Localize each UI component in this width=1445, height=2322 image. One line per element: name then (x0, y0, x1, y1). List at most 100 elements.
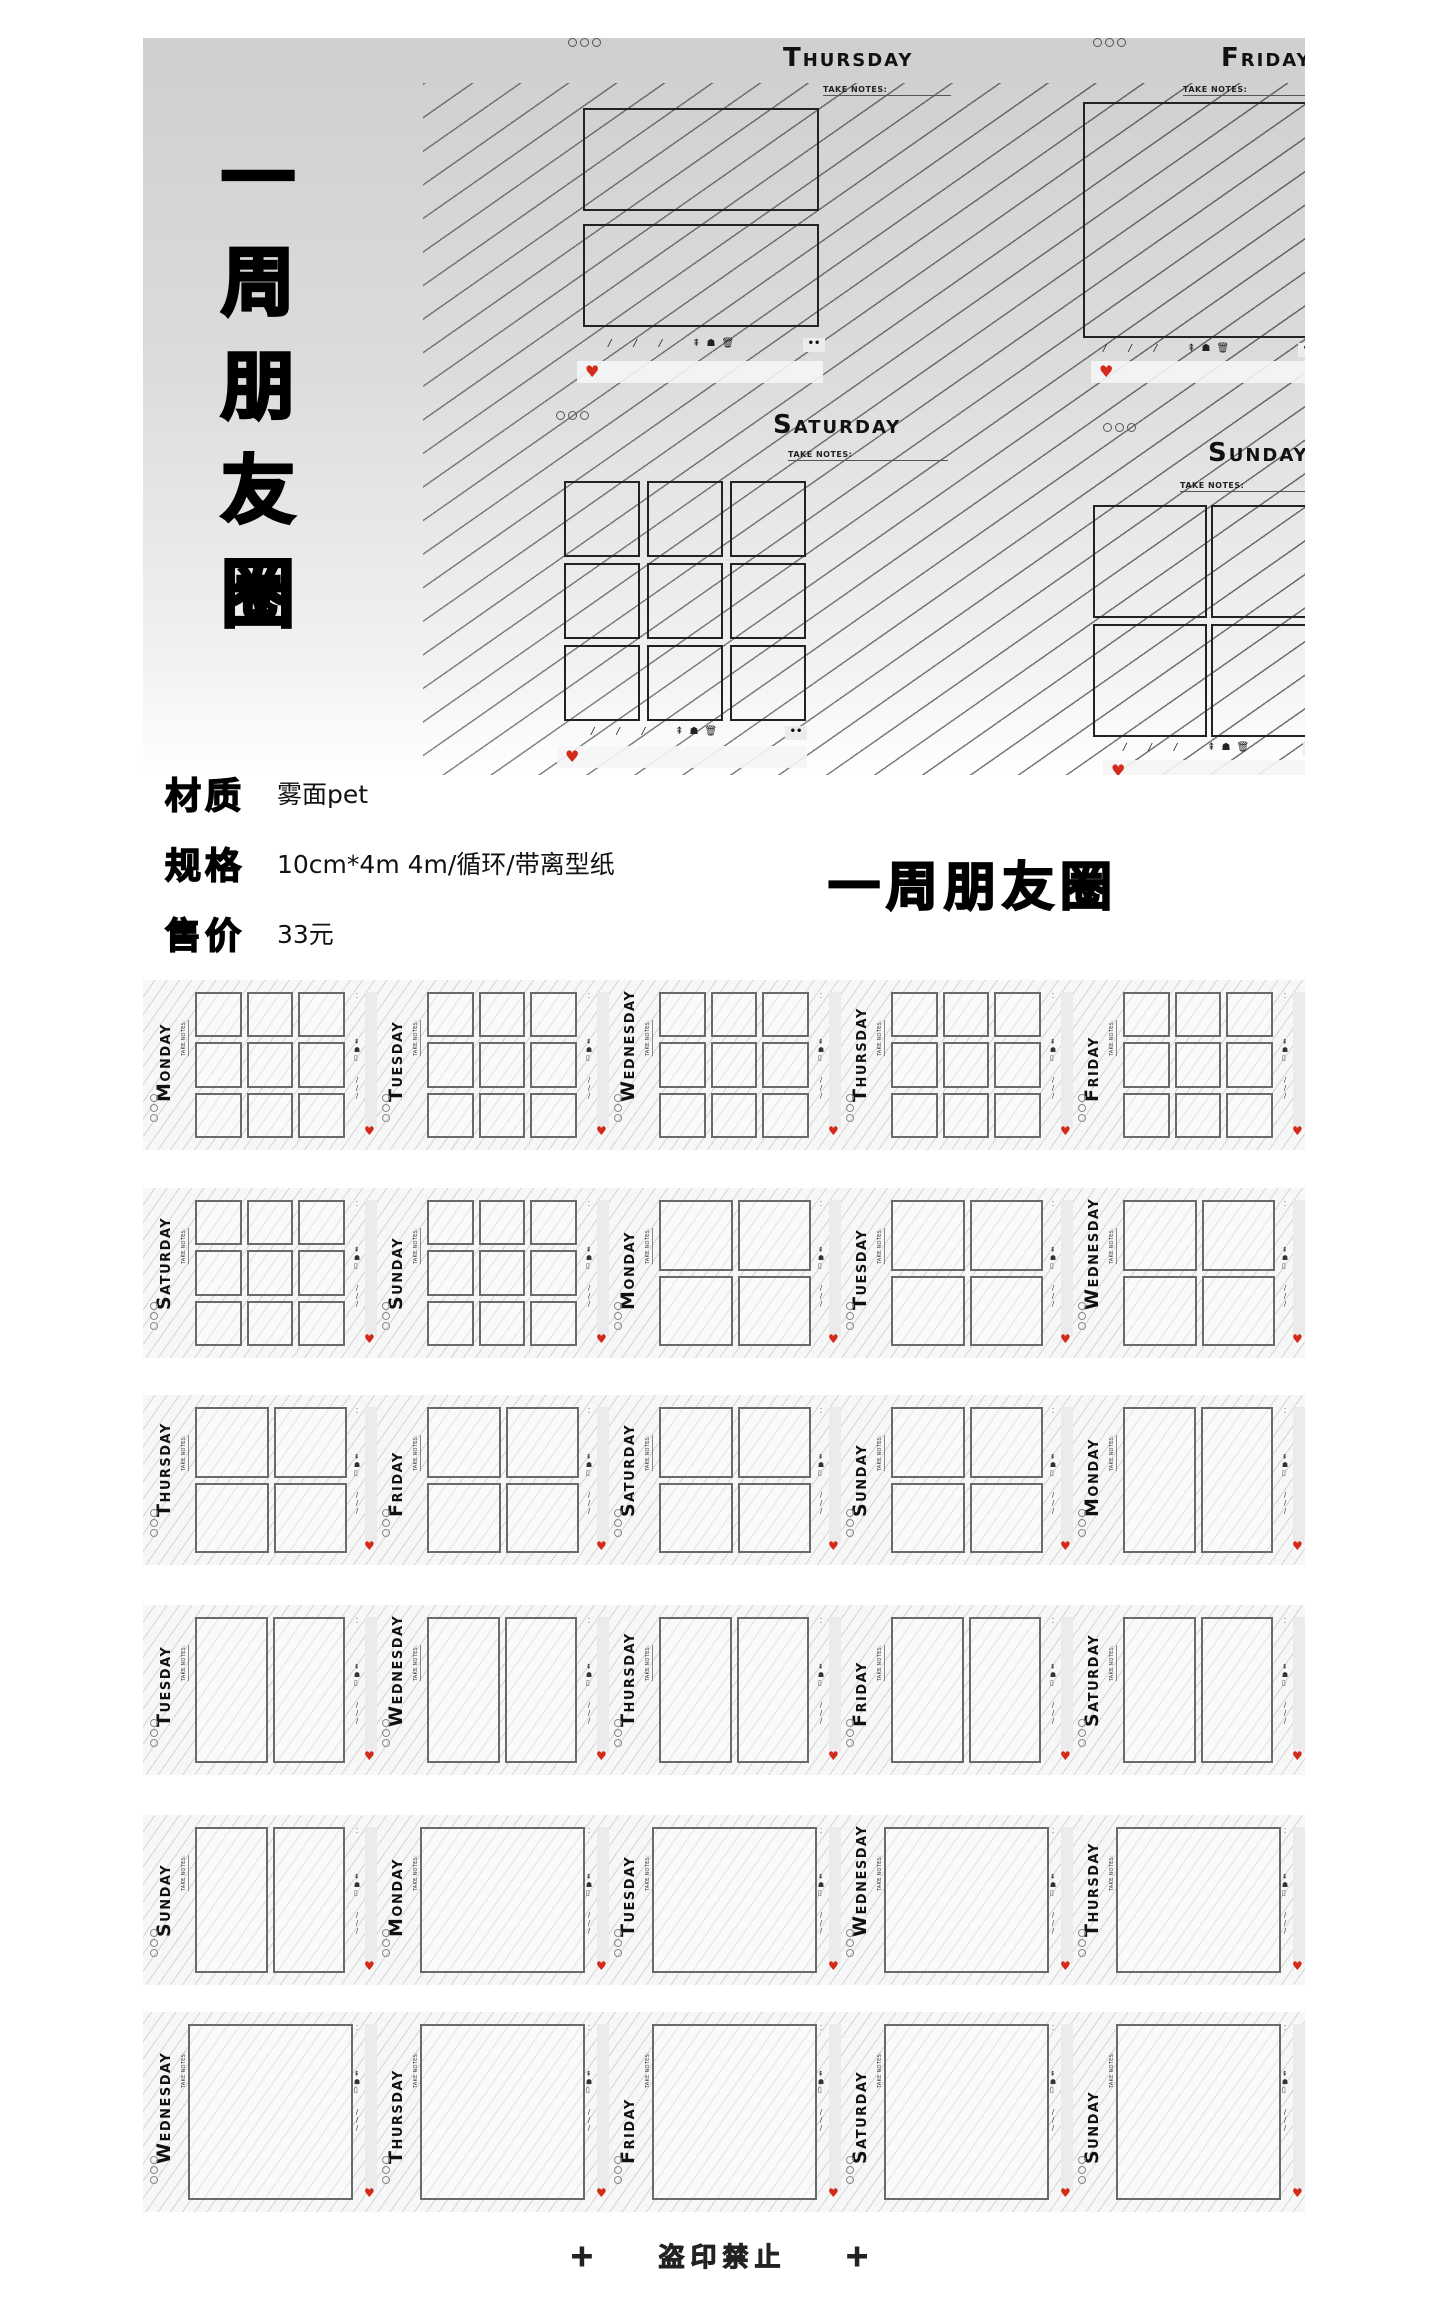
dots-icon (846, 1094, 854, 1122)
dots-icon (568, 38, 601, 47)
spec-list: 材质 雾面pet 规格 10cm*4m 4m/循环/带离型纸 售价 33元 (164, 758, 614, 968)
heart-icon: ♥ (1292, 1332, 1303, 1346)
date-slashes: /// (355, 2108, 359, 2132)
day-label: Sunday (1081, 2090, 1103, 2164)
photo-grid (427, 1200, 577, 1346)
heart-icon: ♥ (596, 1332, 607, 1346)
like-bar (365, 992, 377, 1128)
heart-icon: ♥ (828, 1539, 839, 1553)
photo-box (762, 1042, 809, 1088)
like-bar (597, 992, 609, 1128)
photo-box (1083, 102, 1305, 338)
take-notes-label: TAKE NOTES: (645, 1228, 653, 1265)
heart-icon: ♥ (828, 2186, 839, 2200)
photo-box (564, 645, 640, 721)
photo-box (478, 1250, 526, 1296)
date-slashes: /// (1283, 1701, 1287, 1725)
date-slashes: /// (1283, 1076, 1287, 1100)
take-notes-label: TAKE NOTES: (877, 1020, 885, 1057)
photo-grid (188, 2024, 353, 2200)
photo-box (659, 992, 706, 1038)
meta-column: ⁚⇞☗▯/// (580, 1407, 598, 1553)
photo-grid (420, 2024, 585, 2200)
photo-box (659, 1042, 706, 1088)
dots-icon (1078, 1094, 1086, 1122)
heart-icon: ♥ (364, 1332, 375, 1346)
photo-box (1200, 1407, 1273, 1553)
photo-box (891, 992, 938, 1038)
photo-box (246, 1300, 294, 1346)
dots-icon (846, 1302, 854, 1330)
day-label: Sunday (153, 1863, 175, 1937)
date-slashes: /// (355, 1076, 359, 1100)
dots-icon (150, 1302, 158, 1330)
meta-column: ⁚⇞☗▯/// (812, 2024, 830, 2200)
like-bar (829, 992, 841, 1128)
take-notes-label: TAKE NOTES: (1109, 1020, 1117, 1057)
photo-box (730, 563, 806, 639)
take-notes-label: TAKE NOTES: (645, 1020, 653, 1057)
meta-column: ⁚⇞☗▯/// (580, 2024, 598, 2200)
copy-protection-text: 盗印禁止 (658, 2243, 787, 2274)
heart-icon: ♥ (1060, 1959, 1071, 1973)
like-bar (829, 1200, 841, 1336)
dots-icon (614, 1929, 622, 1957)
photo-box (647, 563, 723, 639)
take-notes-label: TAKE NOTES: (181, 1435, 189, 1472)
day-label: Wednesday (617, 989, 639, 1102)
heart-icon: ♥ (565, 747, 580, 766)
dots-icon (382, 1929, 390, 1957)
like-bar (829, 1827, 841, 1963)
trash-icon: 🗑 (721, 338, 735, 349)
more-icon: ⁚ (819, 1617, 823, 1625)
photo-box (969, 1407, 1043, 1478)
action-icons: ⇞☗▯ (1281, 1453, 1289, 1477)
photo-box (994, 1092, 1041, 1138)
day-label: Monday (617, 1231, 639, 1310)
heart-icon: ♥ (596, 1539, 607, 1553)
photo-box (891, 1407, 965, 1478)
photo-box (478, 1200, 526, 1246)
date-slashes: /// (587, 1911, 591, 1935)
meta-column: ⁚⇞☗▯/// (1276, 1200, 1294, 1346)
day-label: Saturday (849, 2070, 871, 2164)
spec-row-size: 规格 10cm*4m 4m/循环/带离型纸 (164, 828, 614, 898)
photo-box (1200, 1617, 1273, 1763)
date-slashes: /// (1051, 1701, 1055, 1725)
photo-box (969, 1200, 1043, 1271)
photo-box (1123, 1275, 1197, 1346)
photo-box (737, 1407, 811, 1478)
more-icon: ⁚ (819, 1200, 823, 1208)
photo-box (652, 2024, 817, 2200)
photo-grid (659, 1617, 809, 1763)
photo-grid (195, 1407, 347, 1553)
day-label: Saturday (617, 1423, 639, 1517)
photo-box (762, 1092, 809, 1138)
heart-icon: ♥ (1111, 761, 1126, 775)
action-icons: ⇞☗▯ (1049, 1453, 1057, 1477)
day-label: Wednesday (385, 1614, 407, 1727)
like-bar: ♥ (557, 746, 807, 768)
action-icons: ⇞☗▯ (585, 1246, 593, 1270)
take-notes-label: TAKE NOTES: (645, 1645, 653, 1682)
like-bar: ♥ (577, 361, 823, 383)
heart-icon: ♥ (1060, 1332, 1071, 1346)
date-slashes: /// (819, 1076, 823, 1100)
more-icon: ⁚ (819, 1827, 823, 1835)
meta-column: ⁚⇞☗▯/// (812, 1200, 830, 1346)
dots-icon (614, 1509, 622, 1537)
take-notes-label: TAKE NOTES: (645, 1435, 653, 1472)
photo-box (1211, 624, 1305, 737)
photo-box (659, 1200, 733, 1271)
meta-column: ⁚⇞☗▯/// (348, 992, 366, 1138)
spec-key: 材质 (164, 775, 246, 818)
take-notes-label: TAKE NOTES: (1180, 481, 1305, 492)
action-icons: ⇞☗▯ (1049, 1246, 1057, 1270)
photo-box (195, 1827, 268, 1973)
dots-icon (846, 1929, 854, 1957)
more-icon: ⁚ (587, 1827, 591, 1835)
